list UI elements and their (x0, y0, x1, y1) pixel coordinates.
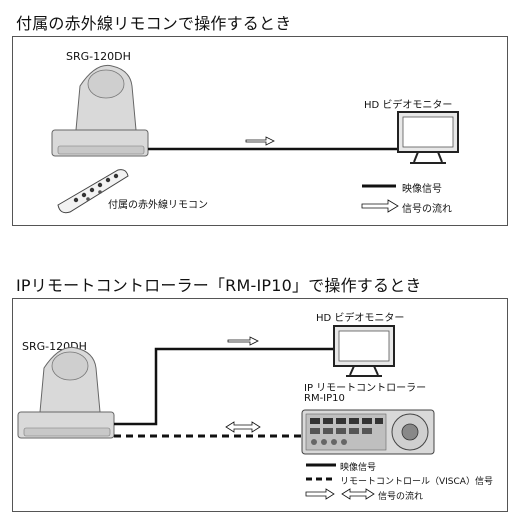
section1-heading: 付属の赤外線リモコンで操作するとき (16, 14, 292, 33)
camera-icon (51, 64, 149, 157)
section1-legend-video: 映像信号 (402, 184, 442, 195)
legend-bidirectional-arrow-icon (341, 488, 375, 500)
camera-icon (17, 346, 115, 439)
legend-flow-arrow-icon (305, 488, 335, 500)
section1-monitor-label: HD ビデオモニター (364, 100, 453, 111)
section2-monitor-label: HD ビデオモニター (316, 313, 405, 324)
legend-flow-arrow-icon (361, 199, 399, 213)
section2-controller-label-2: RM-IP10 (304, 393, 345, 404)
video-cable-line (114, 347, 334, 426)
section1-camera-label: SRG-120DH (66, 50, 131, 63)
section1-legend-flow: 信号の流れ (402, 204, 452, 215)
section2-legend-video: 映像信号 (340, 463, 377, 473)
section2-legend-remote: リモートコントロール（VISCA）信号 (340, 477, 493, 487)
monitor-icon (333, 325, 395, 377)
section2-heading: IPリモートコントローラー「RM-IP10」で操作するとき (16, 276, 422, 295)
section2-controller-label-1: IP リモートコントローラー (304, 383, 427, 394)
signal-flow-arrow-icon (227, 336, 259, 346)
bidirectional-flow-arrow-icon (225, 421, 261, 433)
section2-legend-flow: 信号の流れ (378, 492, 424, 502)
ir-remote-icon (57, 169, 129, 214)
monitor-icon (397, 111, 459, 164)
section1-remote-label: 付属の赤外線リモコン (108, 200, 208, 211)
controller-icon (301, 409, 435, 455)
signal-flow-arrow-icon (245, 136, 275, 146)
